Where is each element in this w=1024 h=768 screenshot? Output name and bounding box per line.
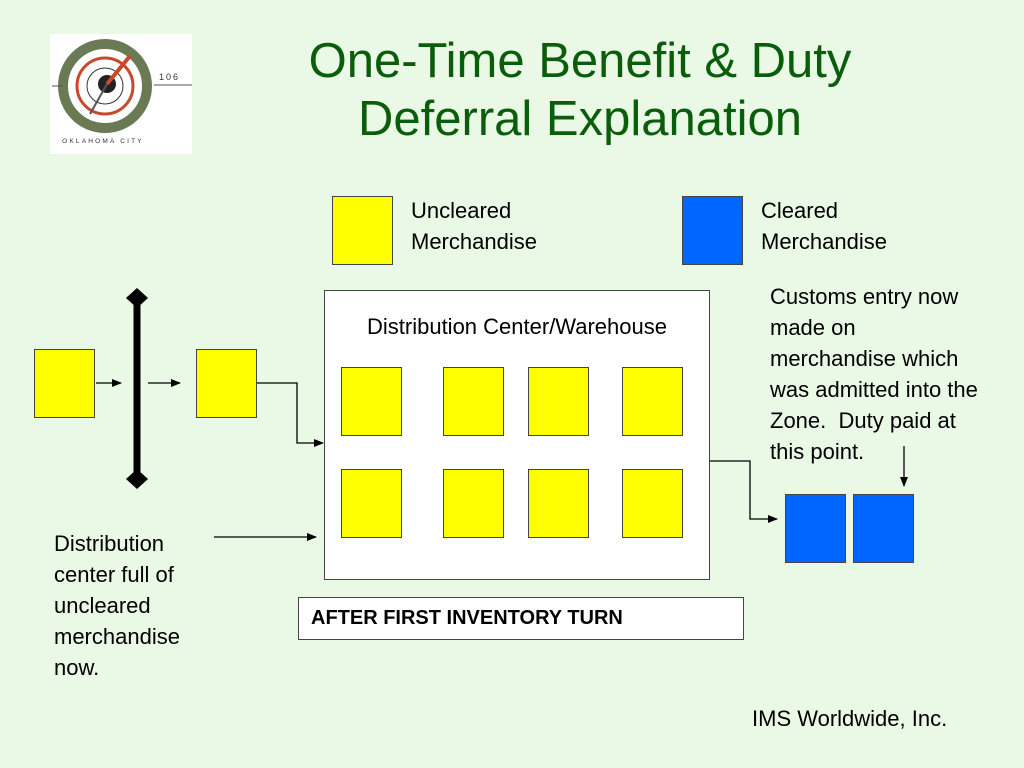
dc-note-line: uncleared — [54, 593, 151, 618]
incoming-merchandise-box — [34, 349, 95, 418]
zone-gate-top-diamond-icon — [126, 288, 148, 308]
legend-uncleared-line1: Uncleared — [411, 198, 512, 223]
inventory-box — [341, 367, 402, 436]
customs-note-line: made on — [770, 315, 856, 340]
company-footer: IMS Worldwide, Inc. — [752, 706, 948, 731]
ftz-logo: 106 OKLAHOMA CITY — [50, 34, 192, 154]
inventory-box — [528, 469, 589, 538]
inventory-box — [622, 469, 683, 538]
page-title: One-Time Benefit & Duty Deferral Explana… — [200, 32, 960, 148]
legend-cleared-swatch — [682, 196, 743, 265]
cleared-merchandise-box — [785, 494, 846, 563]
legend-uncleared-swatch — [332, 196, 393, 265]
customs-note-line: Customs entry now — [770, 284, 959, 309]
legend-cleared-label: Cleared Merchandise — [761, 195, 887, 257]
dc-note-line: center full of — [54, 562, 174, 587]
zone-gate-bottom-diamond-icon — [126, 469, 148, 489]
legend-cleared-line1: Cleared — [761, 198, 839, 223]
customs-note-line: this point. — [770, 439, 865, 464]
customs-note-line: Zone. Duty paid at — [770, 408, 956, 433]
inventory-turn-banner: AFTER FIRST INVENTORY TURN — [298, 597, 744, 640]
admitted-merchandise-box — [196, 349, 257, 418]
dc-note-line: now. — [54, 655, 100, 680]
distribution-center-note: Distribution center full of uncleared me… — [54, 528, 180, 683]
title-line-1: One-Time Benefit & Duty — [308, 34, 852, 88]
customs-note-line: was admitted into the — [770, 377, 978, 402]
inventory-box — [528, 367, 589, 436]
warehouse-label: Distribution Center/Warehouse — [367, 314, 667, 339]
ftz-seal-icon — [52, 39, 152, 133]
into-warehouse-arrow — [257, 382, 324, 447]
dc-note-line: merchandise — [54, 624, 180, 649]
inventory-box — [443, 469, 504, 538]
exit-warehouse-arrow — [710, 460, 778, 523]
legend-cleared-line2: Merchandise — [761, 229, 887, 254]
legend-uncleared-label: Uncleared Merchandise — [411, 195, 537, 257]
dc-note-line: Distribution — [54, 531, 165, 556]
customs-note-line: merchandise which — [770, 346, 959, 371]
title-line-2: Deferral Explanation — [358, 92, 802, 146]
cleared-merchandise-box — [853, 494, 914, 563]
logo-city: OKLAHOMA CITY — [62, 138, 144, 145]
customs-entry-note: Customs entry now made on merchandise wh… — [770, 281, 978, 467]
inventory-box — [622, 367, 683, 436]
logo-number: 106 — [159, 72, 181, 82]
logo-rule-icon — [154, 84, 192, 86]
inventory-box — [341, 469, 402, 538]
legend-uncleared-line2: Merchandise — [411, 229, 537, 254]
inventory-box — [443, 367, 504, 436]
